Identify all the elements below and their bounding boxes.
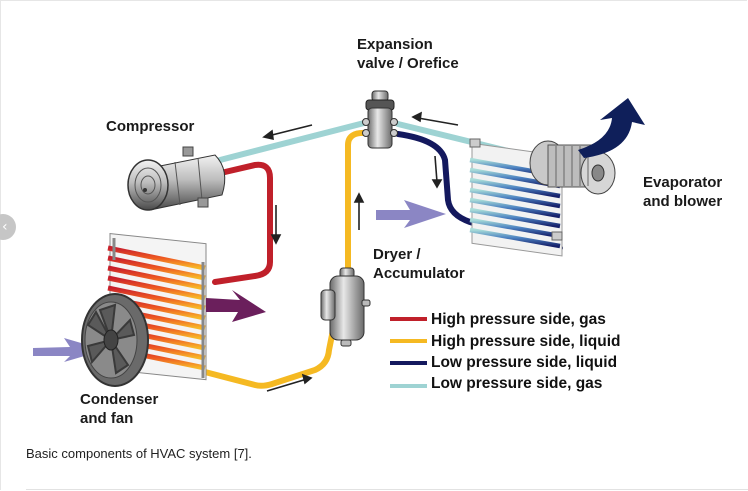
legend-item-low-liquid: Low pressure side, liquid: [390, 354, 617, 371]
svg-text:Evaporator: Evaporator: [643, 174, 722, 191]
svg-text:Accumulator: Accumulator: [373, 265, 465, 282]
condenser-fan: [81, 293, 149, 387]
dryer-label: Dryer / Accumulator: [373, 246, 465, 282]
svg-text:Dryer /: Dryer /: [373, 246, 421, 263]
expansion-valve: [362, 90, 398, 149]
figure-caption: Basic components of HVAC system [7].: [26, 446, 252, 461]
svg-text:and fan: and fan: [80, 410, 133, 427]
evaporator-label: Evaporator and blower: [643, 174, 722, 210]
divider: [26, 489, 748, 490]
svg-text:Low pressure side, gas: Low pressure side, gas: [431, 375, 602, 392]
dryer-accumulator: [320, 267, 371, 347]
pipe-low-liquid: [395, 131, 563, 251]
expansion-valve-label: Expansion valve / Orefice: [357, 36, 459, 72]
chevron-left-icon: ‹: [2, 219, 8, 235]
condenser-label: Condenser and fan: [80, 391, 159, 427]
airflow-out-condenser-icon: [206, 290, 266, 322]
compressor: [127, 146, 226, 211]
pipe-high-gas-to-condenser: [212, 161, 273, 285]
svg-text:Expansion: Expansion: [357, 36, 433, 53]
flow-arrows: [262, 111, 459, 392]
legend-item-low-gas: Low pressure side, gas: [390, 375, 602, 392]
airflow-in-condenser-icon: [33, 338, 105, 362]
pipe-low-gas-to-compressor: [217, 119, 371, 163]
compressor-label: Compressor: [106, 118, 195, 135]
svg-text:and blower: and blower: [643, 193, 722, 210]
legend-item-high-gas: High pressure side, gas: [390, 311, 606, 328]
svg-text:High pressure side, liquid: High pressure side, liquid: [431, 333, 620, 350]
legend: High pressure side, gas High pressure si…: [390, 311, 620, 392]
airflow-in-evaporator-icon: [376, 200, 446, 228]
previous-image-button[interactable]: ‹: [0, 214, 16, 240]
legend-item-high-liquid: High pressure side, liquid: [390, 333, 620, 350]
airflow-out-evaporator-icon: [578, 98, 645, 158]
svg-text:Condenser: Condenser: [80, 391, 159, 408]
svg-text:valve / Orefice: valve / Orefice: [357, 55, 459, 72]
svg-text:High pressure side, gas: High pressure side, gas: [431, 311, 606, 328]
svg-text:Low pressure side, liquid: Low pressure side, liquid: [431, 354, 617, 371]
